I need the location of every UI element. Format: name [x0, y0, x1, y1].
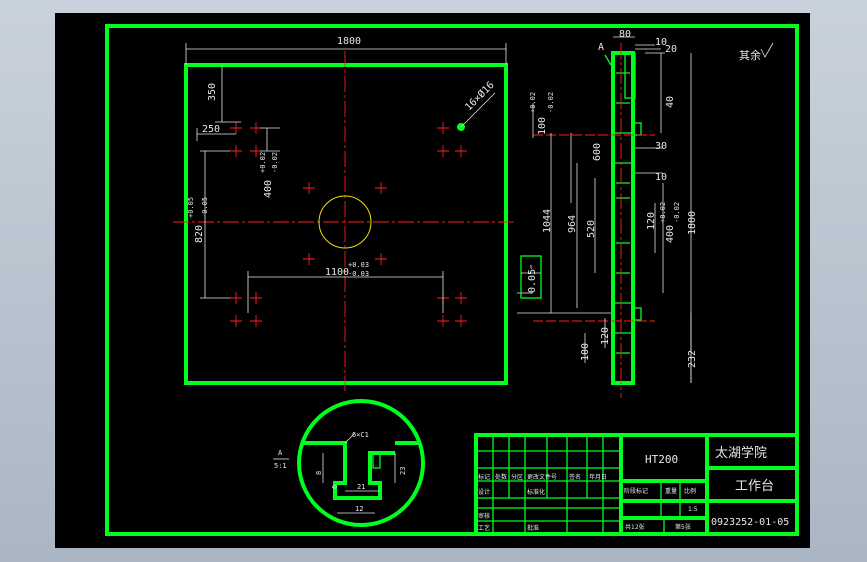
- tb-row4-label-0: 工艺: [478, 524, 490, 532]
- tb-sheets-total: 共12张: [625, 523, 645, 531]
- dim-40: 40: [665, 96, 676, 108]
- tb-row-label-0: 标记: [478, 473, 490, 481]
- drawing-border: [105, 24, 799, 536]
- detail-profile: [301, 441, 419, 500]
- side-section-view: [611, 51, 642, 385]
- tb-drawing-number: 0923252-01-05: [711, 517, 789, 528]
- dim-964: 964: [567, 215, 578, 233]
- detail-scale: 5:1: [274, 462, 287, 470]
- roughness-note: 其余: [739, 48, 761, 62]
- detail-dim-23: 23: [399, 467, 407, 475]
- dim-20: 20: [665, 44, 677, 55]
- tb-scale: 1:5: [688, 506, 698, 513]
- dim-30: 30: [655, 141, 667, 152]
- cad-viewport[interactable]: 1800 350 250 +0.02 400 -0.02 +0.05 820 -…: [55, 13, 810, 548]
- detail-dim-8: 8: [315, 471, 323, 475]
- tb-row-label-5: 年月日: [589, 473, 607, 481]
- dim-350: 350: [207, 83, 218, 101]
- dim-1800: 1800: [337, 36, 361, 47]
- dim-400-side-upper: +0.02: [659, 202, 667, 223]
- drawing-canvas: 1800 350 250 +0.02 400 -0.02 +0.05 820 -…: [105, 24, 799, 536]
- dim-600: 600: [592, 143, 603, 161]
- dim-10-top: 10: [655, 37, 667, 48]
- dim-120-bot: 120: [600, 327, 611, 345]
- tb-school: 太湖学院: [715, 445, 767, 461]
- detail-dim-12: 12: [355, 505, 363, 513]
- section-marker-a: A: [598, 42, 604, 53]
- dim-400: 400: [263, 180, 274, 198]
- detail-dimensions: [322, 432, 396, 514]
- dim-232: 232: [687, 350, 698, 368]
- dim-400-upper: +0.02: [259, 152, 267, 173]
- dim-100-lower: -0.02: [547, 92, 555, 113]
- flatness-value: 0.05: [527, 269, 538, 293]
- tb-sheet-no: 第5张: [675, 523, 691, 531]
- dim-400-side: 400: [665, 225, 676, 243]
- tb-stage-label: 阶段标记: [624, 487, 648, 495]
- flatness-frame: [520, 255, 542, 299]
- tb-row2-label-0: 设计: [478, 488, 490, 496]
- dim-250: 250: [202, 124, 220, 135]
- dim-1100: 1100: [325, 267, 349, 278]
- dim-120: 120: [646, 212, 657, 230]
- tb-row-label-1: 处数: [495, 473, 507, 481]
- dim-1800-side: 1800: [687, 211, 698, 235]
- top-view-outline: [184, 63, 508, 385]
- tb-row-label-4: 签名: [569, 473, 581, 481]
- tb-row-label-3: 更改文件号: [527, 473, 557, 481]
- flatness-symbol: ▱: [527, 264, 535, 269]
- title-block: [474, 433, 799, 536]
- tb-weight-label: 重量: [665, 487, 677, 495]
- detail-circle: [297, 399, 425, 527]
- top-view-dimensions: [185, 43, 507, 313]
- dim-1100-upper: +0.03: [348, 261, 369, 269]
- dim-820-upper: +0.05: [187, 197, 195, 218]
- detail-dim-6: 6: [331, 485, 339, 489]
- dim-1044: 1044: [542, 209, 553, 233]
- dim-820-lower: -0.05: [201, 197, 209, 218]
- dim-520: 520: [586, 220, 597, 238]
- dim-10-mid: 10: [655, 172, 667, 183]
- tb-row-label-2: 分区: [511, 473, 523, 481]
- dim-80: 80: [619, 29, 631, 40]
- tb-scale-label: 比例: [684, 487, 696, 495]
- hole-markers: [230, 122, 467, 327]
- side-view-dimensions: [517, 36, 692, 383]
- roughness-symbol: [760, 42, 774, 58]
- dim-400-side-lower: -0.02: [673, 202, 681, 223]
- tb-row3-label-0: 审核: [478, 512, 490, 520]
- tb-row4-label-1: 批准: [527, 524, 539, 532]
- dim-820: 820: [194, 225, 205, 243]
- dim-100-bot: 100: [580, 343, 591, 361]
- detail-label: A: [278, 449, 283, 457]
- dim-400-lower: -0.02: [271, 152, 279, 173]
- dim-1100-lower: -0.03: [348, 270, 369, 278]
- center-hole: [318, 195, 372, 249]
- tb-material: HT200: [645, 453, 678, 466]
- tb-row2-label-1: 标准化: [527, 488, 545, 496]
- chamfer-note: 6×C1: [352, 431, 369, 439]
- dim-100-top: 100: [537, 117, 548, 135]
- dim-100-upper: +0.02: [529, 92, 537, 113]
- detail-dim-21: 21: [357, 483, 365, 491]
- tb-part-name: 工作台: [735, 479, 774, 494]
